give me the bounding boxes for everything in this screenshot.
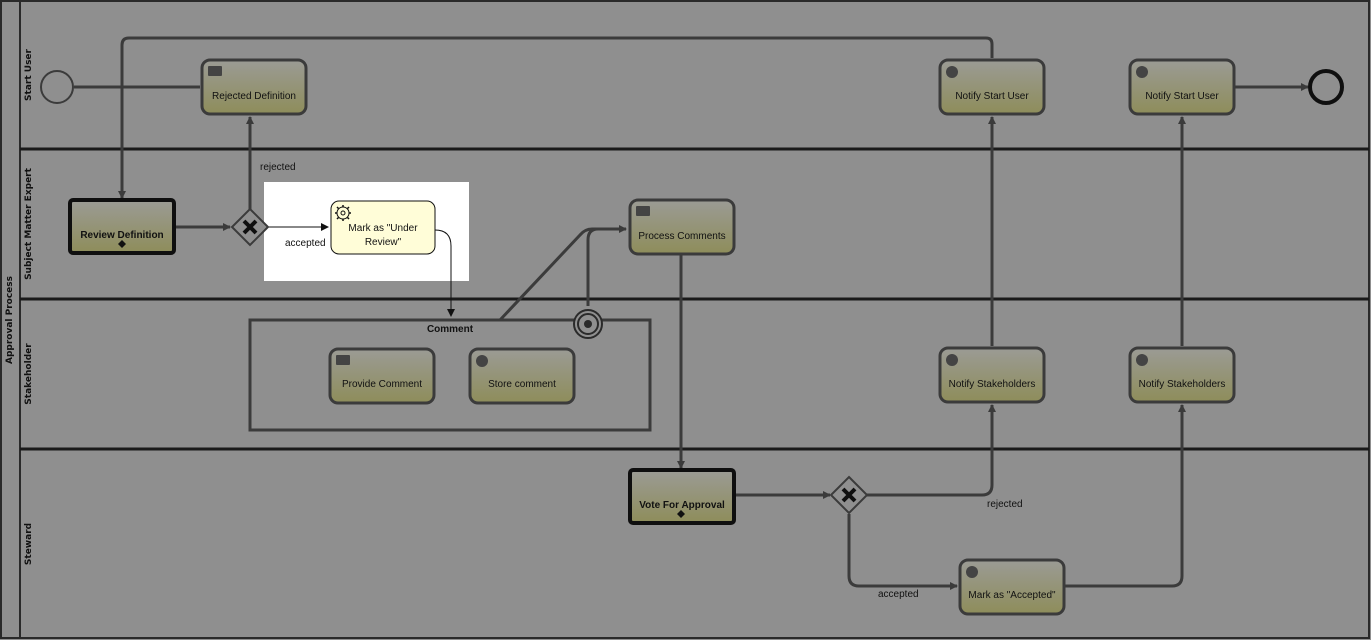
- svg-text:Mark as "Accepted": Mark as "Accepted": [968, 590, 1056, 601]
- task-notify-stakeholders[interactable]: Notify Stakeholders: [1128, 346, 1236, 404]
- service-task-icon: [946, 66, 958, 78]
- lane-label-start-user: Start User: [24, 48, 34, 101]
- service-task-icon: [966, 566, 978, 578]
- task-mark-accepted[interactable]: Mark as "Accepted": [958, 558, 1066, 616]
- boundary-event[interactable]: [573, 309, 603, 339]
- task-process-comments[interactable]: Process Comments: [628, 198, 736, 256]
- pool-label: Approval Process: [5, 276, 15, 364]
- sequence-flows: [74, 36, 1309, 590]
- task-provide-comment[interactable]: Provide Comment: [328, 347, 436, 405]
- service-task-icon: [1136, 66, 1148, 78]
- task-rejected-definition[interactable]: Rejected Definition: [200, 58, 308, 116]
- exclusive-gateway[interactable]: [829, 475, 869, 515]
- gear-icon: [335, 205, 351, 221]
- lane-label-steward: Steward: [24, 523, 34, 565]
- task-notify-stakeholders[interactable]: Notify Stakeholders: [938, 346, 1046, 404]
- comment-subprocess[interactable]: [248, 318, 652, 432]
- svg-text:Review": Review": [365, 237, 402, 248]
- svg-text:Mark as "Under: Mark as "Under: [348, 223, 418, 234]
- subprocess-label: Comment: [427, 324, 474, 335]
- svg-text:Review Definition: Review Definition: [80, 230, 163, 241]
- exclusive-gateway[interactable]: [230, 207, 270, 247]
- service-task-icon: [1136, 354, 1148, 366]
- task-notify-start-user[interactable]: Notify Start User: [938, 58, 1046, 116]
- task-mark-under-review[interactable]: Mark as "Under Review": [330, 200, 436, 255]
- edge-label-accepted: accepted: [285, 238, 326, 249]
- svg-text:Notify Start User: Notify Start User: [955, 91, 1029, 102]
- highlighted-flows: [268, 223, 455, 317]
- end-event[interactable]: [1308, 69, 1344, 105]
- svg-text:Process Comments: Process Comments: [638, 231, 725, 242]
- loop-marker-icon: [677, 510, 685, 518]
- edge-label-rejected: rejected: [260, 162, 296, 173]
- task-notify-start-user[interactable]: Notify Start User: [1128, 58, 1236, 116]
- service-task-icon: [946, 354, 958, 366]
- svg-text:Store comment: Store comment: [488, 379, 556, 390]
- user-task-icon: [636, 206, 650, 216]
- svg-text:Notify Start User: Notify Start User: [1145, 91, 1219, 102]
- service-task-icon: [476, 355, 488, 367]
- svg-text:Notify Stakeholders: Notify Stakeholders: [949, 379, 1036, 390]
- lane-label-stakeholder: Stakeholder: [24, 343, 34, 405]
- task-store-comment[interactable]: Store comment: [468, 347, 576, 405]
- edge-label-accepted: accepted: [878, 589, 919, 600]
- task-review-definition[interactable]: Review Definition: [68, 198, 176, 255]
- loop-marker-icon: [118, 240, 126, 248]
- svg-text:Vote For Approval: Vote For Approval: [639, 500, 725, 511]
- user-task-icon: [336, 355, 350, 365]
- start-event[interactable]: [40, 70, 74, 104]
- lane-label-sme: Subject Matter Expert: [24, 167, 34, 280]
- svg-text:Rejected Definition: Rejected Definition: [212, 91, 296, 102]
- svg-text:Provide Comment: Provide Comment: [342, 379, 422, 390]
- user-task-icon: [208, 66, 222, 76]
- svg-text:Notify Stakeholders: Notify Stakeholders: [1139, 379, 1226, 390]
- edge-label-rejected: rejected: [987, 499, 1023, 510]
- task-vote-for-approval[interactable]: Vote For Approval: [628, 468, 736, 525]
